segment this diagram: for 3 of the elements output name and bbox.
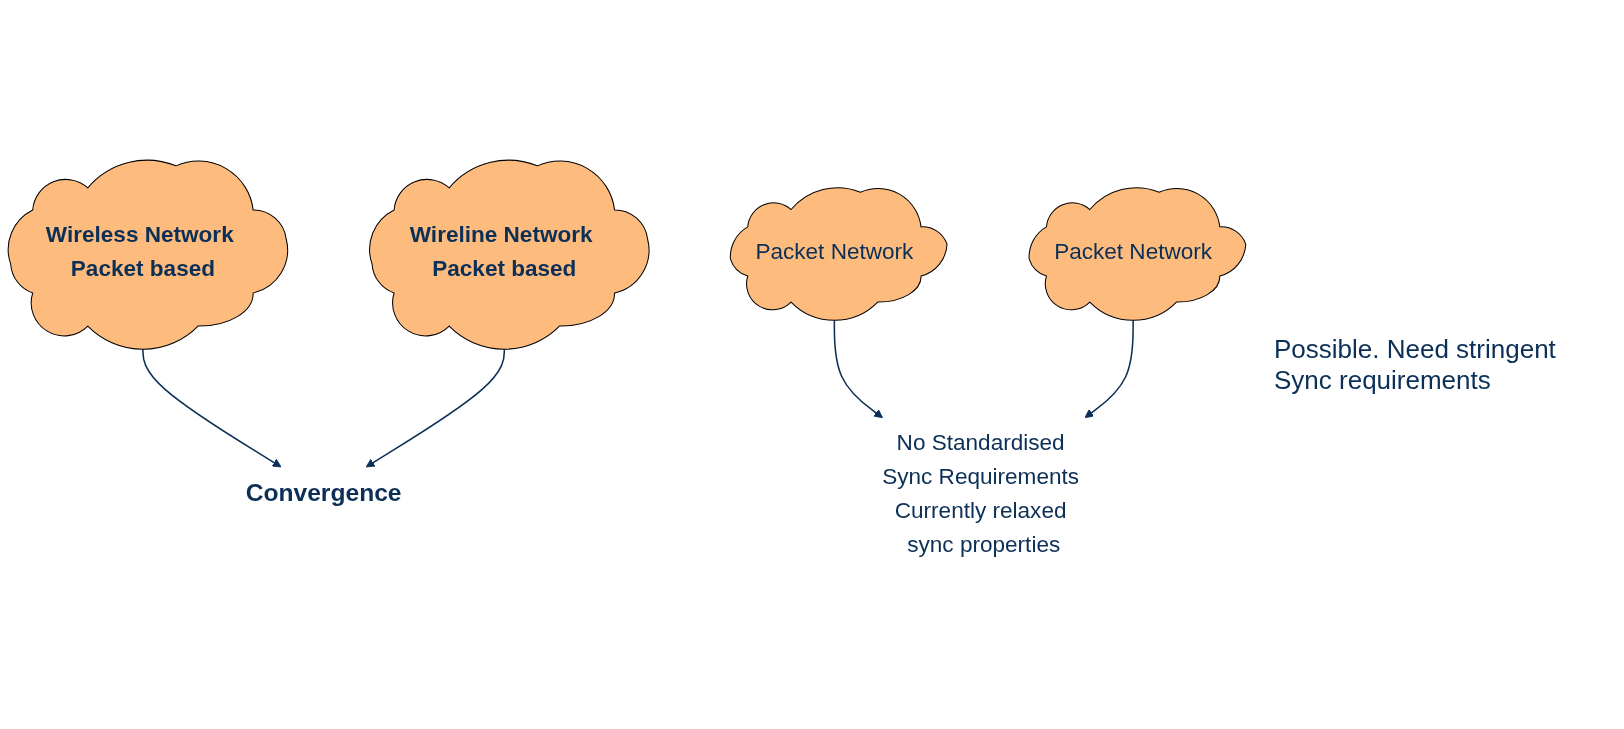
- note-text: Possible. Need stringent Sync requirements: [1274, 333, 1557, 396]
- node-text: Convergence: [245, 478, 402, 507]
- node-text: No Standardised Sync Requirements Currently relaxed sync properties: [882, 429, 1080, 557]
